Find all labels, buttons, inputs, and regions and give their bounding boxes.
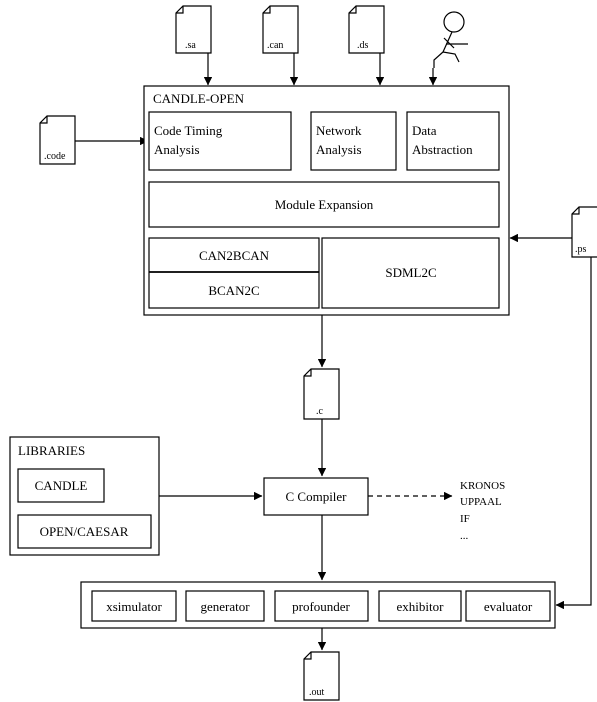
generator-label: generator <box>200 599 250 614</box>
file-ds-label: .ds <box>357 40 369 51</box>
c-compiler-box: C Compiler <box>263 477 369 516</box>
file-code-label: .code <box>44 151 66 162</box>
exhibitor-label: exhibitor <box>397 599 445 614</box>
input-arrows <box>203 53 438 86</box>
target-ellipsis: ... <box>460 530 469 542</box>
data-label-2: Abstraction <box>412 142 473 157</box>
can2bcan-label: CAN2BCAN <box>199 248 270 263</box>
evaluator-label: evaluator <box>484 599 533 614</box>
candle-open-title: CANDLE-OPEN <box>153 91 245 106</box>
file-ds-icon: .ds <box>348 5 385 54</box>
libraries-box: LIBRARIES CANDLE OPEN/CAESAR <box>9 436 160 556</box>
ps-to-tools-arrow <box>555 257 592 610</box>
generator-box <box>185 590 265 622</box>
file-can-label: .can <box>267 40 283 51</box>
network-label-1: Network <box>316 123 362 138</box>
open-caesar-lib-box <box>17 514 152 549</box>
profounder-label: profounder <box>292 599 350 614</box>
can2bcan-bcan2c-box <box>148 237 320 309</box>
c-compiler-label: C Compiler <box>285 489 347 504</box>
exhibitor-box <box>378 590 462 622</box>
file-c-icon: .c <box>303 368 340 420</box>
tools-box: xsimulator generator profounder exhibito… <box>80 581 556 629</box>
candle-lib-box <box>17 468 105 503</box>
module-expansion-box <box>148 181 500 228</box>
code-timing-label-2: Analysis <box>154 142 200 157</box>
libraries-title: LIBRARIES <box>18 443 85 458</box>
file-ps-icon: .ps <box>571 206 597 258</box>
file-out-label: .out <box>309 687 325 698</box>
sdml2c-label: SDML2C <box>385 265 436 280</box>
network-analysis-box <box>310 111 397 171</box>
module-expansion-label: Module Expansion <box>275 197 374 212</box>
file-out-icon: .out <box>303 651 340 701</box>
file-can-icon: .can <box>262 5 299 54</box>
sdml2c-box <box>321 237 500 309</box>
file-ps-label: .ps <box>575 244 587 255</box>
target-if: IF <box>460 513 470 525</box>
code-timing-label-1: Code Timing <box>154 123 223 138</box>
target-list: KRONOS UPPAAL IF ... <box>460 480 505 542</box>
candle-lib-label: CANDLE <box>35 478 88 493</box>
file-c-label: .c <box>316 406 324 417</box>
file-code-icon: .code <box>39 115 76 165</box>
profounder-box <box>274 590 369 622</box>
target-kronos: KRONOS <box>460 480 505 492</box>
xsimulator-box <box>91 590 177 622</box>
evaluator-box <box>465 590 551 622</box>
target-uppaal: UPPAAL <box>460 496 502 508</box>
file-sa-icon: .sa <box>175 5 212 54</box>
xsimulator-label: xsimulator <box>106 599 162 614</box>
bcan2c-label: BCAN2C <box>208 283 259 298</box>
data-label-1: Data <box>412 123 437 138</box>
data-abstraction-box <box>406 111 500 171</box>
candle-open-box: CANDLE-OPEN Code Timing Analysis Network… <box>143 85 510 316</box>
open-caesar-lib-label: OPEN/CAESAR <box>40 524 129 539</box>
user-figure-icon <box>433 11 468 68</box>
network-label-2: Analysis <box>316 142 362 157</box>
code-timing-box <box>148 111 292 171</box>
file-sa-label: .sa <box>185 40 196 51</box>
